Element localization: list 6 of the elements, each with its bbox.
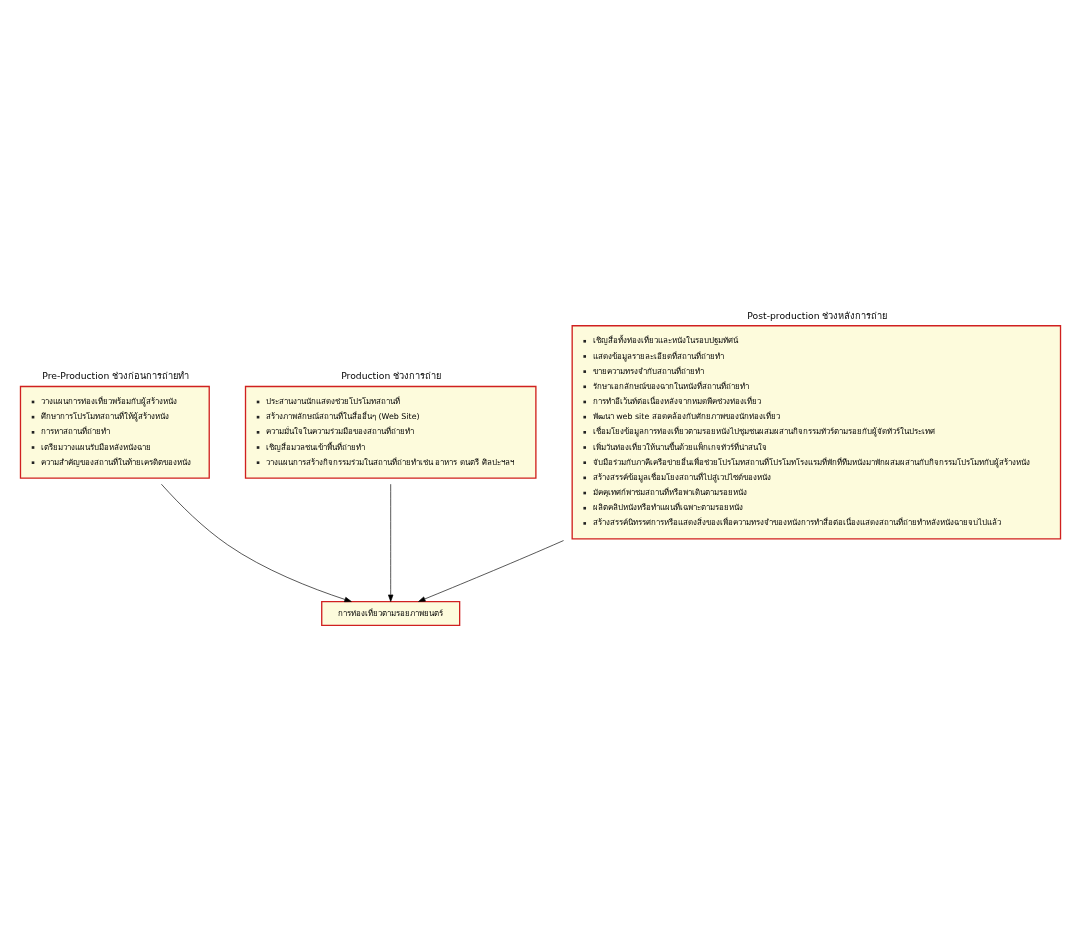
arrow <box>161 483 352 602</box>
node-label: Pre-Production ช่วงก่อนการถ่ายทำ <box>42 369 190 381</box>
arrow <box>388 483 394 602</box>
arrow <box>418 539 564 602</box>
node-label: Post-production ช่วงหลังการถ่าย <box>747 309 888 321</box>
node-label: Production ช่วงการถ่าย <box>341 369 442 381</box>
